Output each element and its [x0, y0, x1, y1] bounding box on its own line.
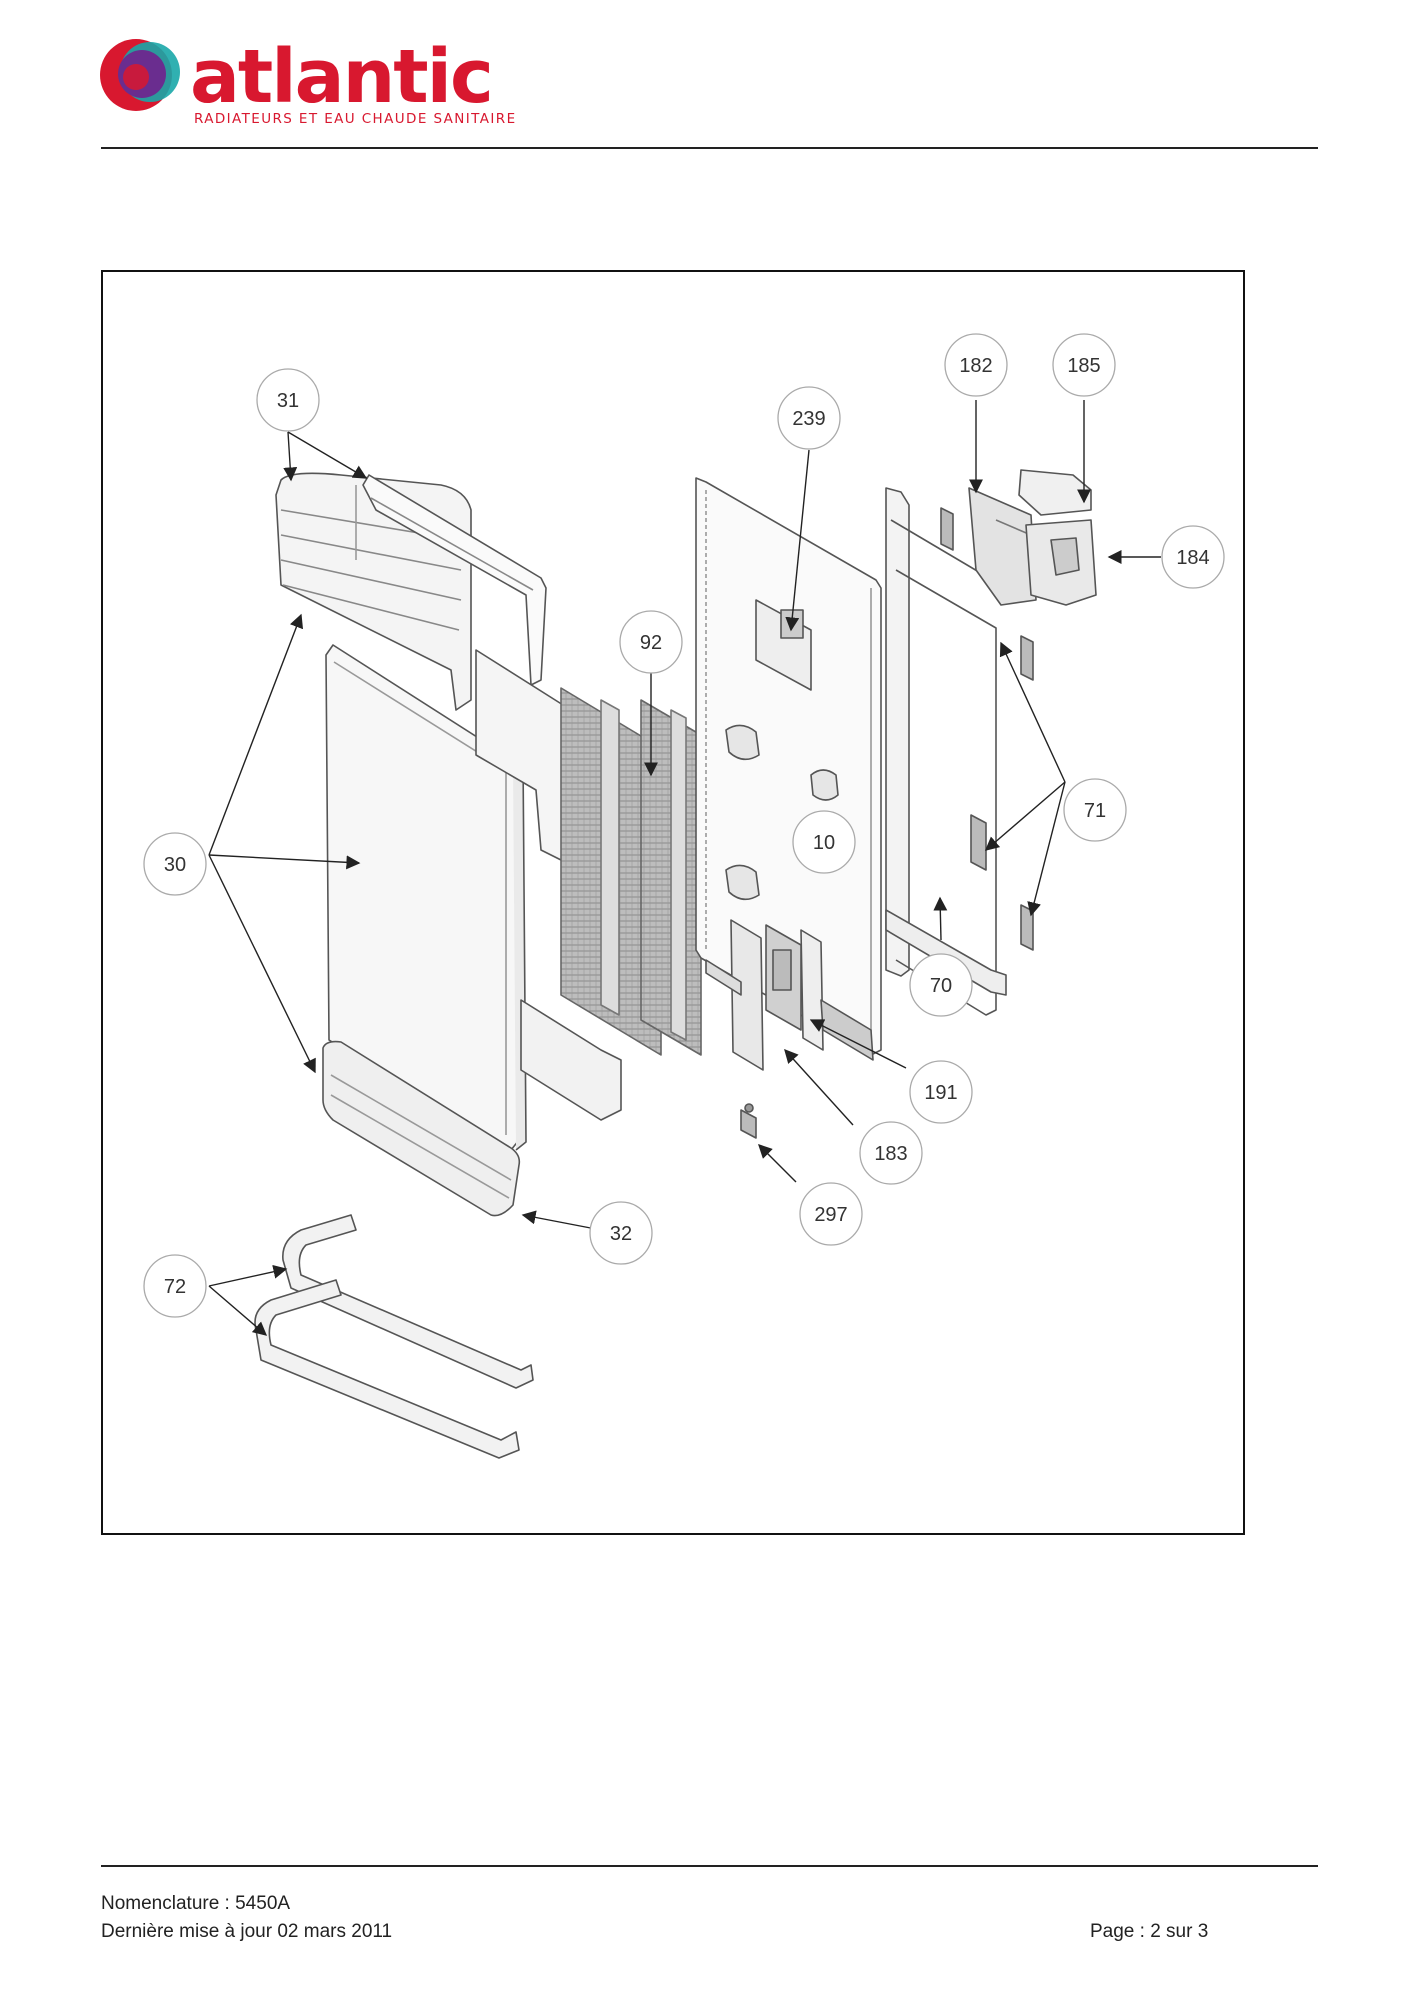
callout-92: 92	[619, 610, 683, 674]
callout-10: 10	[792, 810, 856, 874]
part-10-back-plate	[695, 477, 882, 1056]
svg-text:10: 10	[813, 832, 835, 854]
callout-239: 239	[777, 386, 841, 450]
part-92-heating-fins	[560, 687, 702, 1056]
svg-text:32: 32	[610, 1223, 632, 1245]
callout-32: 32	[589, 1201, 653, 1265]
svg-text:182: 182	[959, 355, 992, 377]
svg-text:70: 70	[930, 975, 952, 997]
footer-nomenclature: Nomenclature : 5450A	[101, 1893, 291, 1914]
part-32-bottom-grille	[322, 1040, 521, 1217]
footer-rule	[101, 1865, 1318, 1867]
callout-72: 72	[143, 1254, 207, 1318]
brand-name: atlantic	[190, 34, 494, 120]
callout-182: 182	[944, 333, 1008, 397]
svg-text:185: 185	[1067, 355, 1100, 377]
exploded-view-diagram: 31 239 182 185 184 92 30 10 71 70 191 18…	[143, 333, 1225, 1459]
svg-text:239: 239	[792, 408, 825, 430]
svg-text:31: 31	[277, 390, 299, 412]
part-297-sensor	[740, 1103, 757, 1139]
svg-text:184: 184	[1176, 547, 1209, 569]
callout-184: 184	[1161, 525, 1225, 589]
header-rule	[101, 147, 1318, 149]
part-182-185-184-thermostat	[968, 469, 1097, 606]
part-31-top-grille	[275, 472, 547, 711]
leader-lines	[208, 400, 1161, 1336]
svg-text:297: 297	[814, 1204, 847, 1226]
part-72-feet	[254, 1214, 534, 1459]
callout-71: 71	[1063, 778, 1127, 842]
svg-text:72: 72	[164, 1276, 186, 1298]
callout-30: 30	[143, 832, 207, 896]
callout-31: 31	[256, 368, 320, 432]
diagram-frame	[101, 270, 1245, 1535]
svg-text:71: 71	[1084, 800, 1106, 822]
callouts: 31 239 182 185 184 92 30 10 71 70 191 18…	[143, 333, 1225, 1318]
callout-70: 70	[909, 953, 973, 1017]
callout-297: 297	[799, 1182, 863, 1246]
footer-page-number: Page : 2 sur 3	[1090, 1921, 1209, 1942]
logo-mark-icon	[100, 39, 180, 111]
svg-text:92: 92	[640, 632, 662, 654]
svg-text:191: 191	[924, 1082, 957, 1104]
footer-last-updated: Dernière mise à jour 02 mars 2011	[101, 1921, 393, 1942]
callout-183: 183	[859, 1121, 923, 1185]
callout-185: 185	[1052, 333, 1116, 397]
part-183-control-board	[705, 919, 874, 1071]
svg-text:30: 30	[164, 854, 186, 876]
svg-text:183: 183	[874, 1143, 907, 1165]
callout-191: 191	[909, 1060, 973, 1124]
brand-tagline: RADIATEURS ET EAU CHAUDE SANITAIRE	[194, 111, 517, 127]
